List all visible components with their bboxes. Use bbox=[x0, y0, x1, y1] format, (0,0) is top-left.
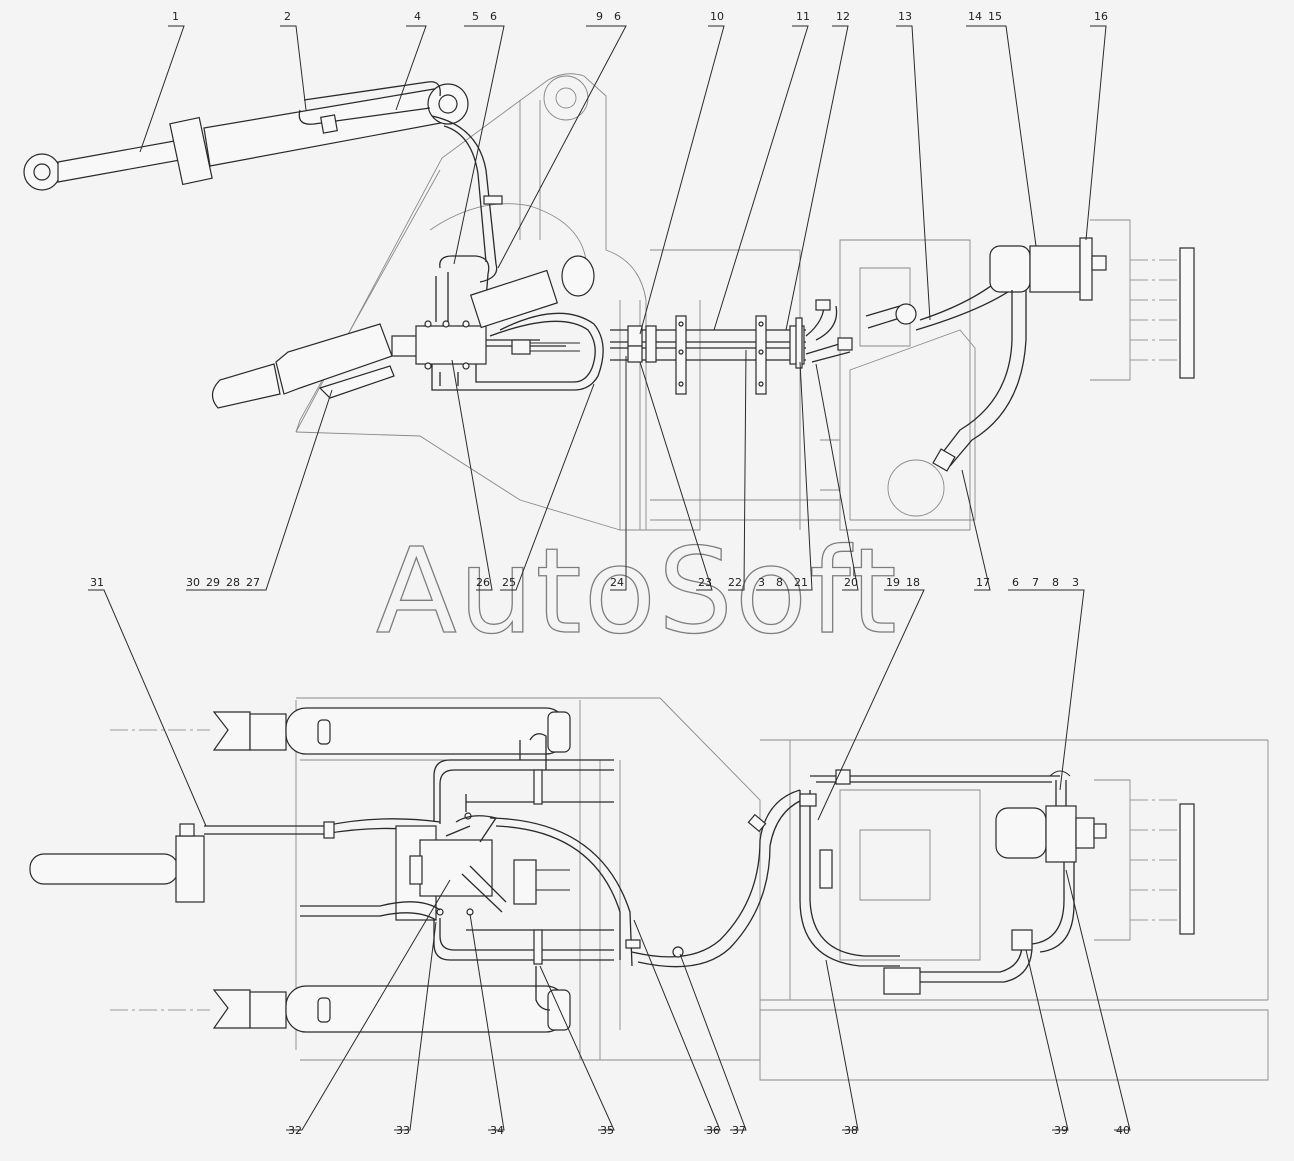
callout-label: 9 bbox=[596, 10, 603, 23]
callout-label: 31 bbox=[90, 576, 104, 589]
callout-label: 8 bbox=[1052, 576, 1059, 589]
bottom-upper-cylinder bbox=[212, 707, 571, 755]
middle-callouts: 30 29 28 27 26 25 24 23 22 3 8 21 20 19 … bbox=[90, 576, 1079, 589]
top-callouts: 1 2 4 5 6 9 6 10 11 12 13 14 15 16 bbox=[172, 10, 1108, 23]
callout-label: 35 bbox=[600, 1124, 614, 1137]
callout-label: 4 bbox=[414, 10, 421, 23]
leader-lines bbox=[88, 25, 1131, 1131]
callout-label: 26 bbox=[476, 576, 490, 589]
callout-label: 11 bbox=[796, 10, 810, 23]
callout-label: 29 bbox=[206, 576, 220, 589]
callout-label: 18 bbox=[906, 576, 920, 589]
callout-label: 21 bbox=[794, 576, 808, 589]
callout-label: 27 bbox=[246, 576, 260, 589]
callout-label: 17 bbox=[976, 576, 990, 589]
callout-label: 1 bbox=[172, 10, 179, 23]
bottom-lower-cylinder bbox=[212, 985, 571, 1033]
callout-label: 3 bbox=[758, 576, 765, 589]
callout-label: 32 bbox=[288, 1124, 302, 1137]
callout-label: 20 bbox=[844, 576, 858, 589]
bottom-valve-block bbox=[300, 733, 614, 1011]
callout-label: 13 bbox=[898, 10, 912, 23]
callout-label: 28 bbox=[226, 576, 240, 589]
callout-label: 36 bbox=[706, 1124, 720, 1137]
callout-label: 30 bbox=[186, 576, 200, 589]
callout-label: 6 bbox=[490, 10, 497, 23]
callout-label: 7 bbox=[1032, 576, 1039, 589]
top-motor-unit bbox=[932, 219, 1195, 472]
callout-label: 15 bbox=[988, 10, 1002, 23]
callout-label: 2 bbox=[284, 10, 291, 23]
callout-label: 34 bbox=[490, 1124, 504, 1137]
callout-label: 23 bbox=[698, 576, 712, 589]
callout-label: 25 bbox=[502, 576, 516, 589]
bottom-main-cylinder bbox=[29, 818, 441, 903]
watermark: AutoSoft bbox=[376, 522, 899, 660]
top-frame-outline bbox=[295, 73, 840, 531]
callout-label: 16 bbox=[1094, 10, 1108, 23]
callout-label: 22 bbox=[728, 576, 742, 589]
callout-label: 40 bbox=[1116, 1124, 1130, 1137]
callout-label: 8 bbox=[776, 576, 783, 589]
callout-label: 33 bbox=[396, 1124, 410, 1137]
callout-label: 39 bbox=[1054, 1124, 1068, 1137]
bottom-motor-unit bbox=[995, 770, 1195, 941]
callout-label: 6 bbox=[614, 10, 621, 23]
top-cylinder bbox=[23, 81, 469, 191]
top-pipe-run bbox=[610, 315, 806, 395]
callout-label: 6 bbox=[1012, 576, 1019, 589]
callout-label: 37 bbox=[732, 1124, 746, 1137]
callout-label: 5 bbox=[472, 10, 479, 23]
top-hoses-to-valve bbox=[431, 115, 503, 327]
callout-label: 10 bbox=[710, 10, 724, 23]
top-gearbox bbox=[805, 239, 1023, 531]
callout-label: 14 bbox=[968, 10, 982, 23]
callout-label: 3 bbox=[1072, 576, 1079, 589]
callout-label: 19 bbox=[886, 576, 900, 589]
bottom-hose-loop bbox=[489, 769, 1075, 995]
bottom-callouts: 32 33 34 35 36 37 38 39 40 bbox=[288, 1124, 1130, 1137]
callout-label: 24 bbox=[610, 576, 624, 589]
callout-label: 12 bbox=[836, 10, 850, 23]
top-control-valve bbox=[391, 312, 604, 391]
top-pump bbox=[211, 255, 595, 409]
callout-label: 38 bbox=[844, 1124, 858, 1137]
